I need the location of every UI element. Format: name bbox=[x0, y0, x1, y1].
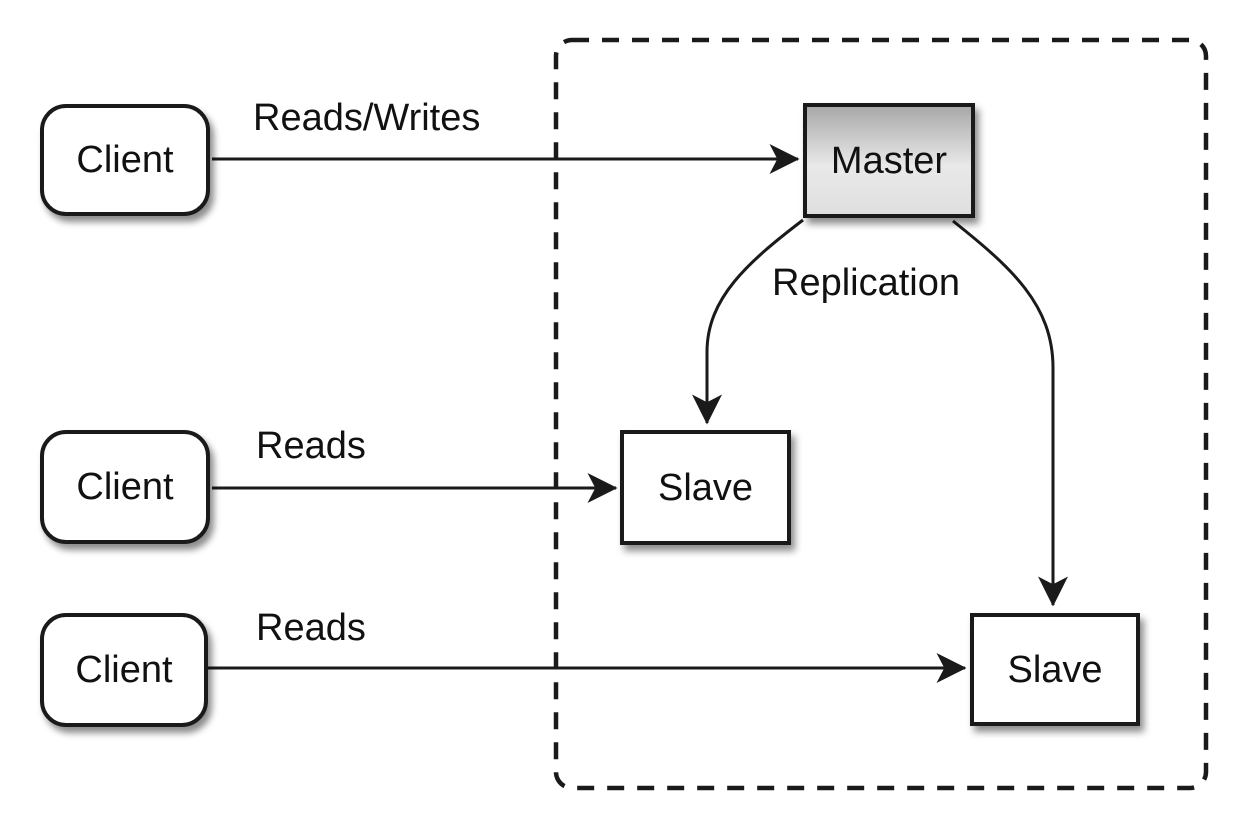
edge-label-replication: Replication bbox=[772, 262, 960, 304]
slave-node-1: Slave bbox=[620, 430, 791, 545]
client-node-3: Client bbox=[40, 613, 208, 727]
client-node-2-label: Client bbox=[76, 466, 174, 508]
edge-label-reads-bottom: Reads bbox=[256, 607, 366, 649]
client-node-1-label: Client bbox=[76, 139, 174, 181]
edge-label-reads-middle: Reads bbox=[256, 425, 366, 467]
client-node-2: Client bbox=[40, 430, 210, 544]
master-node: Master bbox=[803, 103, 975, 218]
client-node-3-label: Client bbox=[75, 649, 173, 691]
arrow-master-to-slave2 bbox=[952, 219, 1068, 607]
slave-node-1-label: Slave bbox=[657, 466, 754, 509]
arrow-master-to-slave1 bbox=[692, 218, 804, 425]
slave-node-2: Slave bbox=[970, 613, 1140, 726]
edge-label-reads-writes: Reads/Writes bbox=[253, 97, 481, 139]
master-node-label: Master bbox=[830, 139, 948, 182]
slave-node-2-label: Slave bbox=[1007, 648, 1103, 691]
client-node-1: Client bbox=[40, 104, 210, 216]
